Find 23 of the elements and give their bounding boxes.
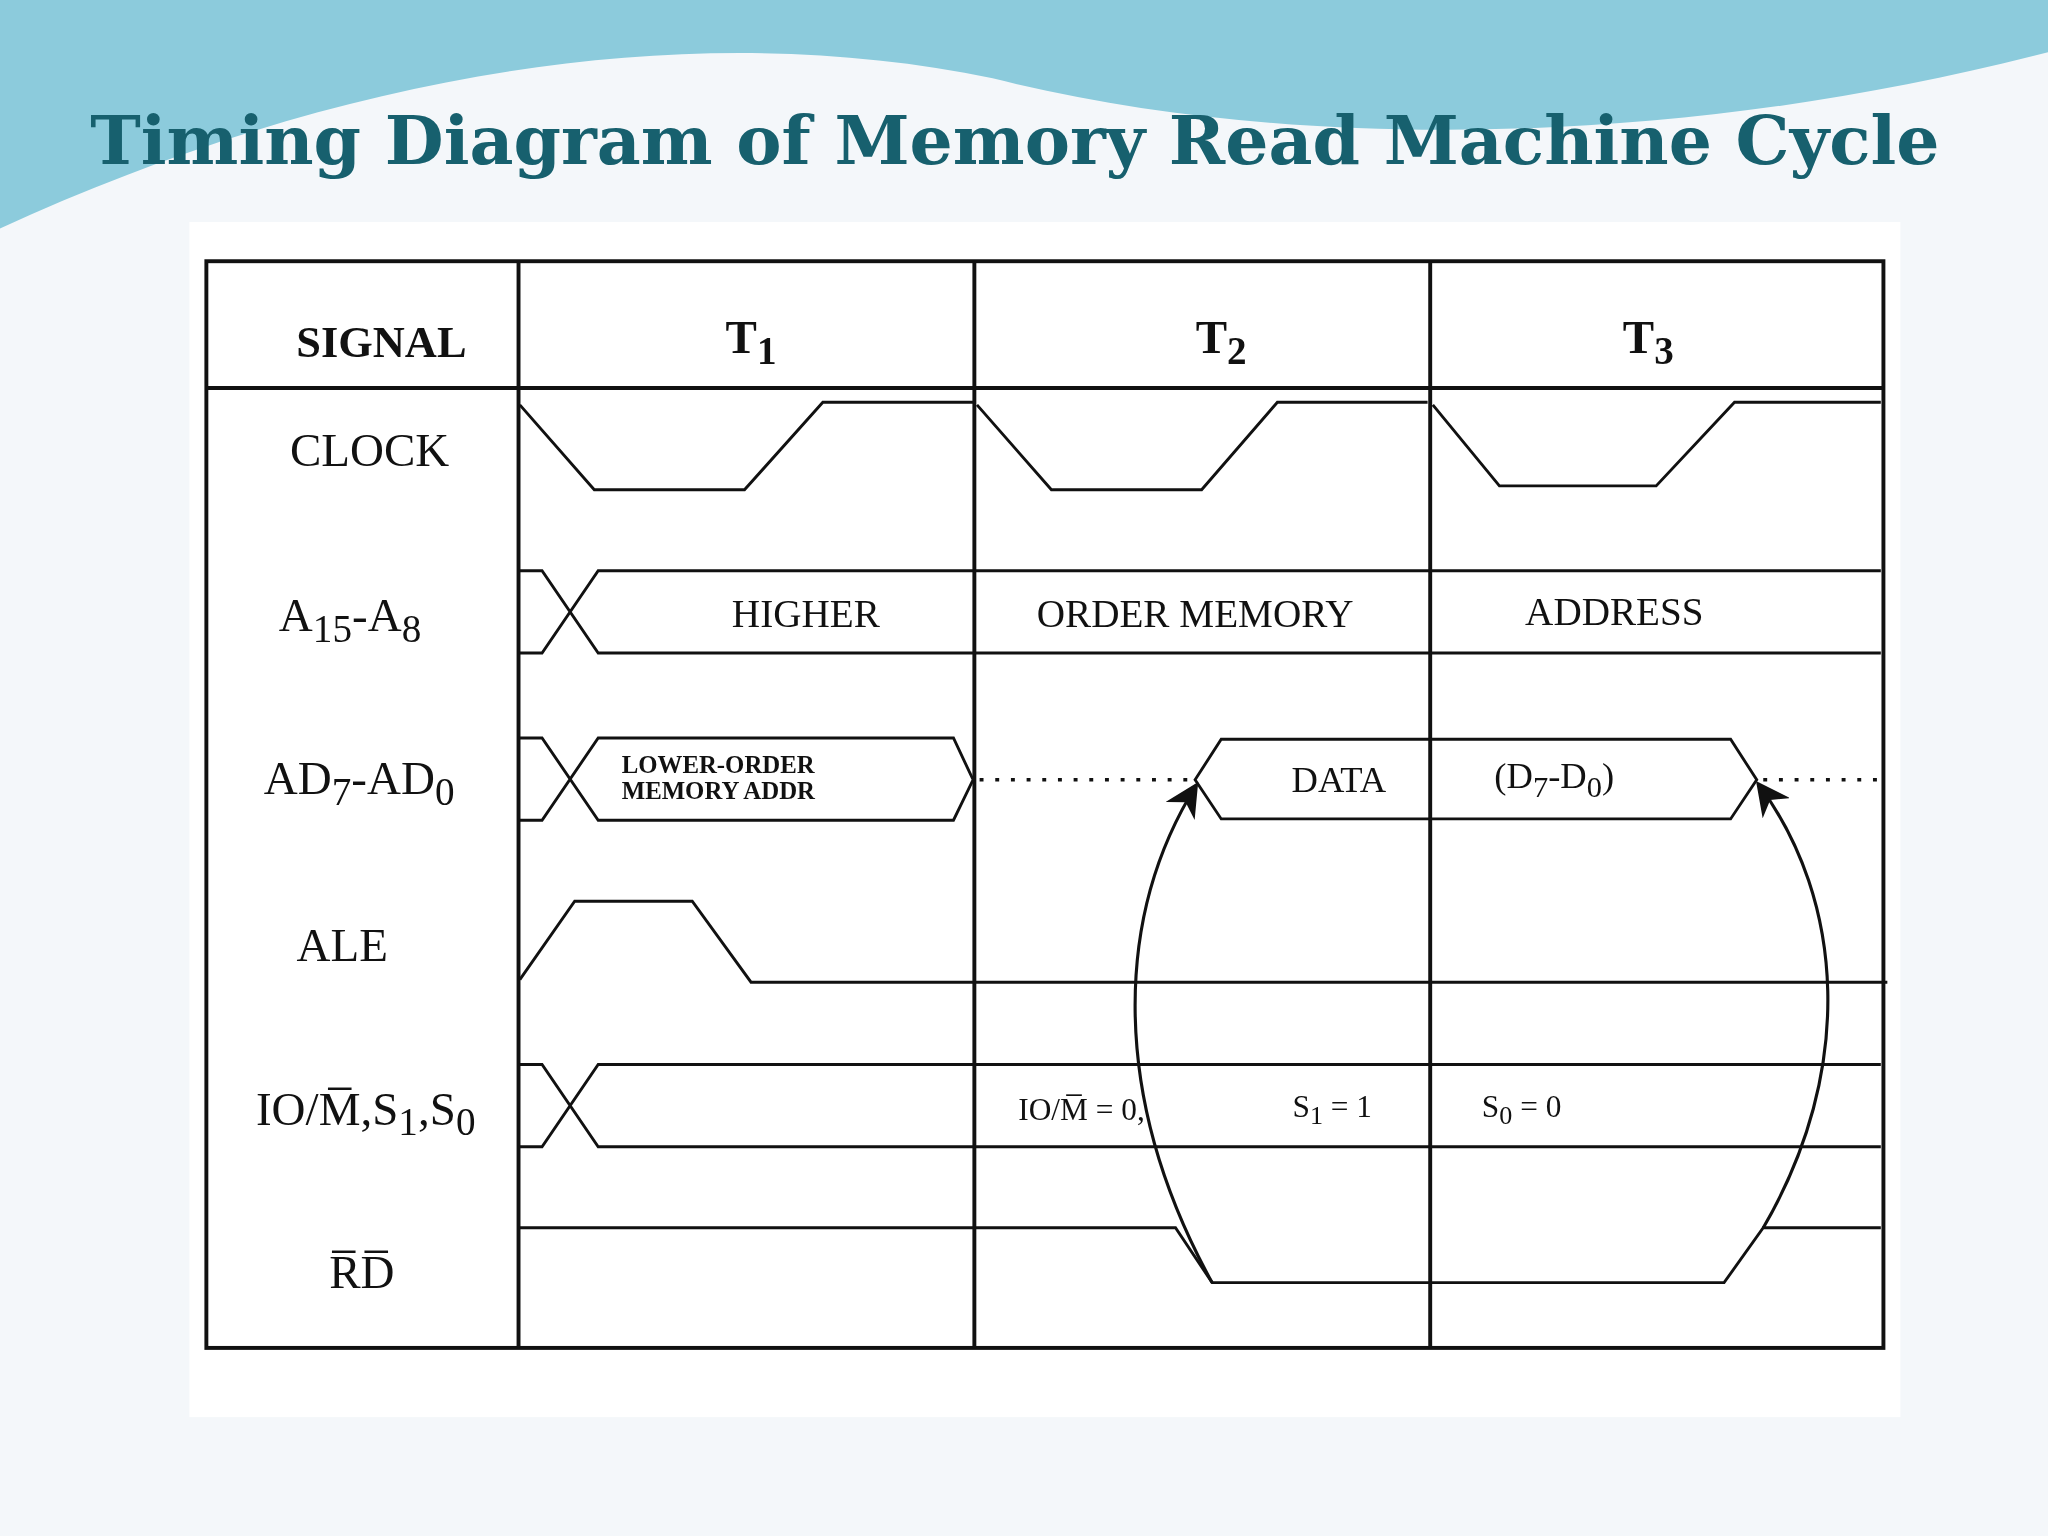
signal-name: ALE [296,922,388,972]
bus-label: LOWER-ORDER MEMORY ADDR [621,752,816,805]
signal-name: R̅D̅ [329,1248,395,1299]
signal-name: IO/M̅,S$_{1}$,S$_{0}$ [255,1085,476,1143]
data-label: DATA [1291,759,1387,799]
column-header: T$_{3}$ [1622,313,1674,371]
column-header: SIGNAL [296,318,467,366]
column-header: T$_{2}$ [1195,313,1247,371]
status-label: IO/M̅ = 0, [1018,1093,1145,1127]
data-label: (D$_{7}$-D$_{0}$) [1494,756,1615,802]
bus-label: ORDER MEMORY [1036,593,1354,635]
data-bus-segment [1195,737,1757,821]
signal-name: A$_{15}$-A$_{8}$ [278,591,422,649]
arrow [1133,782,1214,1284]
signal-name: AD$_{7}$-AD$_{0}$ [263,755,455,813]
status-label: S$_{0}$ = 0 [1481,1090,1562,1130]
bus-label: ADDRESS [1525,590,1704,632]
slide-title: Timing Diagram of Memory Read Machine Cycle [90,105,1940,177]
arrow [1756,780,1830,1229]
column-header: T$_{1}$ [725,313,777,371]
bus-label: HIGHER [731,593,880,635]
signal-name: CLOCK [289,427,450,477]
status-label: S$_{1}$ = 1 [1292,1090,1372,1130]
